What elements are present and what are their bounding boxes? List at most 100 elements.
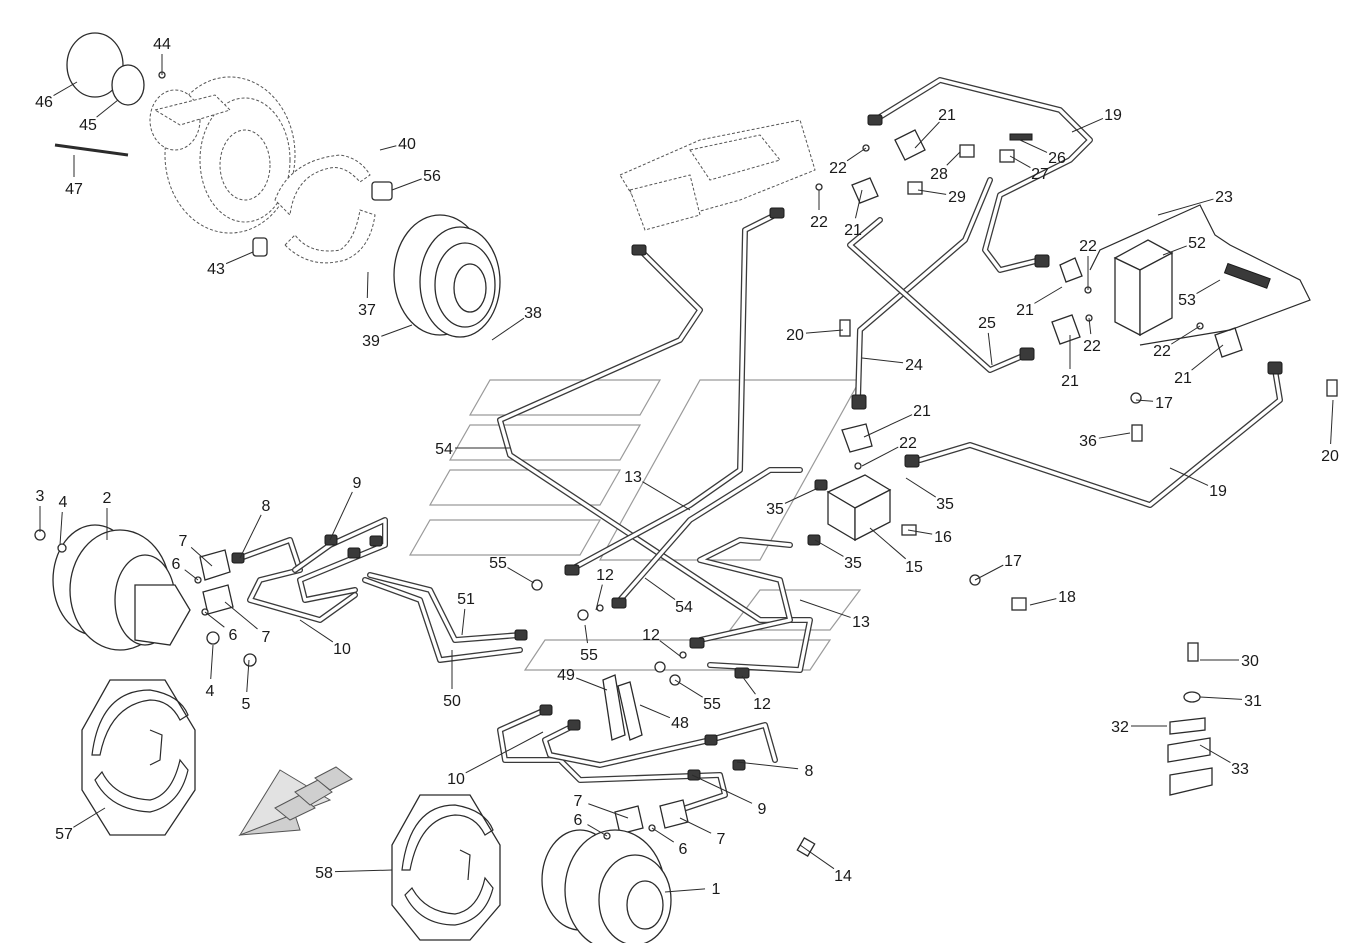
leader-line-c8b <box>736 761 799 770</box>
leader-line-c8a <box>239 514 262 559</box>
leader-line-c33 <box>1199 744 1231 763</box>
wheel-motor-2 <box>34 524 257 667</box>
callout-c4b: 4 <box>206 683 215 700</box>
leader-line-c7b <box>224 601 258 630</box>
leader-line-c55b <box>584 624 588 644</box>
leader-line-c46 <box>53 81 78 96</box>
leader-line-c20b <box>1330 399 1334 445</box>
brake-shoes-top <box>274 154 376 264</box>
leader-line-c55a <box>507 567 535 584</box>
callout-c27: 27 <box>1031 166 1049 183</box>
callout-c2: 2 <box>103 490 112 507</box>
leader-line-c48 <box>639 704 671 719</box>
callout-c6b: 6 <box>229 627 238 644</box>
leader-line-c22a <box>846 147 867 162</box>
leader-line-c4a <box>59 511 63 546</box>
leader-line-c21b <box>854 189 863 219</box>
leader-line-c21f <box>1191 344 1224 371</box>
callout-c9b: 9 <box>758 801 767 818</box>
callout-c5: 5 <box>242 696 251 713</box>
leader-line-c16 <box>907 529 933 535</box>
leader-line-c36 <box>1098 432 1131 439</box>
callout-c48: 48 <box>671 715 689 732</box>
leader-line-c6a <box>184 569 199 581</box>
leader-line-c35b <box>905 477 937 498</box>
callout-c15: 15 <box>905 559 923 576</box>
callout-c6a: 6 <box>172 556 181 573</box>
leader-line-c43 <box>225 251 254 265</box>
leader-line-c45 <box>96 99 119 118</box>
callout-c50: 50 <box>443 693 461 710</box>
valve-block-23 <box>1089 204 1311 346</box>
leader-line-c9a <box>329 491 353 541</box>
leader-line-c13b <box>799 599 851 618</box>
leader-line-c15 <box>869 527 907 560</box>
leader-line-c35a <box>784 487 819 504</box>
leader-line-c23 <box>1157 198 1214 216</box>
callout-c22f: 22 <box>899 435 917 452</box>
callout-c49: 49 <box>557 667 575 684</box>
leader-line-c9b <box>691 774 753 804</box>
callout-c6c: 6 <box>574 812 583 829</box>
callout-c21e: 21 <box>913 403 931 420</box>
callout-c6d: 6 <box>679 841 688 858</box>
leader-line-c35c <box>814 539 844 557</box>
leader-line-c51 <box>461 608 466 636</box>
callout-c54a: 54 <box>435 441 453 458</box>
leader-line-c40 <box>379 145 397 151</box>
callout-c45: 45 <box>79 117 97 134</box>
leader-line-c6c <box>587 824 608 837</box>
leader-line-c39 <box>381 324 413 337</box>
leader-line-c6d <box>651 827 675 843</box>
callout-c7d: 7 <box>717 831 726 848</box>
callout-c31: 31 <box>1244 693 1262 710</box>
leader-line-c17a <box>974 564 1004 581</box>
leader-line-c5 <box>246 659 250 693</box>
callout-c35a: 35 <box>766 501 784 518</box>
leader-line-c13a <box>642 481 691 511</box>
leader-line-c10a <box>299 619 334 643</box>
o-ring-45 <box>111 64 145 106</box>
leader-line-c7d <box>679 817 712 834</box>
callout-c10a: 10 <box>333 641 351 658</box>
callout-c8b: 8 <box>805 763 814 780</box>
callout-c53: 53 <box>1178 292 1196 309</box>
callout-c22b: 22 <box>810 214 828 231</box>
callout-c7b: 7 <box>262 629 271 646</box>
callout-c18: 18 <box>1058 589 1076 606</box>
leader-line-c31 <box>1199 696 1243 700</box>
callout-c21f: 21 <box>1174 370 1192 387</box>
callout-c55c: 55 <box>703 696 721 713</box>
leader-line-c12c <box>741 675 756 695</box>
leader-line-c14 <box>799 844 835 870</box>
leader-line-c38 <box>491 317 525 341</box>
leader-line-c20a <box>805 329 844 334</box>
callout-c1: 1 <box>712 881 721 898</box>
callout-c35b: 35 <box>936 496 954 513</box>
callout-c22e: 22 <box>1153 343 1171 360</box>
callout-c47: 47 <box>65 181 83 198</box>
watermark-logo <box>408 379 862 671</box>
callout-c12a: 12 <box>596 567 614 584</box>
callout-c22c: 22 <box>1079 238 1097 255</box>
hydraulic-lines <box>232 77 1283 813</box>
callout-c20b: 20 <box>1321 448 1339 465</box>
callout-c17b: 17 <box>1155 395 1173 412</box>
cover-plate-46 <box>66 32 124 98</box>
leader-line-c19b <box>1169 467 1209 486</box>
callout-c19a: 19 <box>1104 107 1122 124</box>
callout-c32: 32 <box>1111 719 1129 736</box>
callout-c54b: 54 <box>675 599 693 616</box>
leader-line-c10b <box>465 731 544 774</box>
callout-c39: 39 <box>362 333 380 350</box>
callout-c20a: 20 <box>786 327 804 344</box>
leader-line-c56 <box>391 178 422 191</box>
leader-line-c53 <box>1196 279 1221 294</box>
callout-c14: 14 <box>834 868 852 885</box>
callout-c56: 56 <box>423 168 441 185</box>
callout-c25: 25 <box>978 315 996 332</box>
callout-c10b: 10 <box>447 771 465 788</box>
wheel-hub-motor-top <box>149 76 296 234</box>
leader-line-c26 <box>1019 139 1048 153</box>
